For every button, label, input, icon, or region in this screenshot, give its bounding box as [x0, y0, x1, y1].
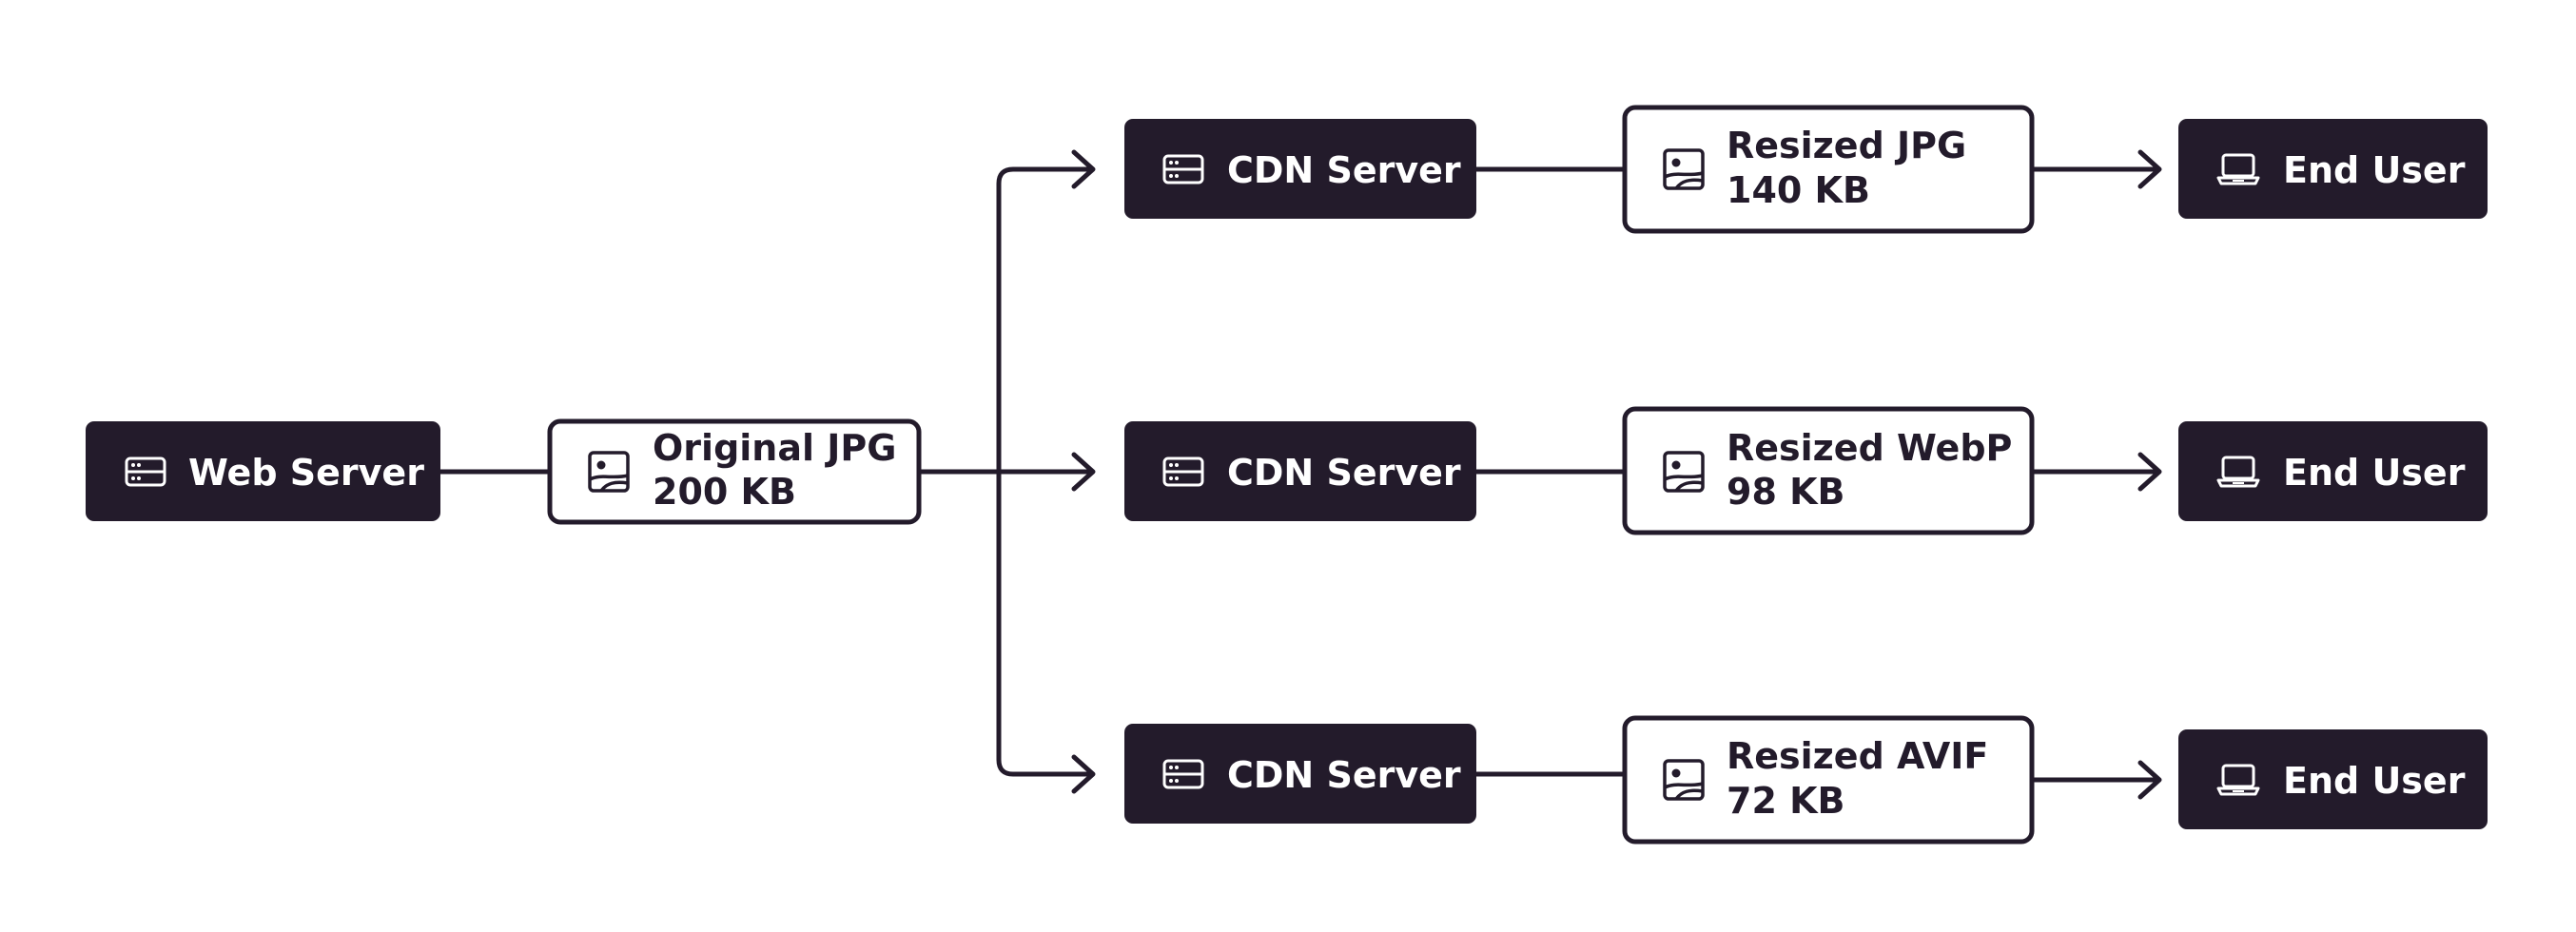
end-user-node-1: End User: [2178, 119, 2488, 219]
arrowhead-user-2: [2137, 452, 2162, 492]
arrowhead-cdn-1: [1071, 149, 1096, 189]
connectors: [438, 149, 2162, 800]
end-user-node-2: End User: [2178, 421, 2488, 521]
original-jpg-format: Original JPG: [653, 427, 896, 469]
resized-webp-format: Resized WebP: [1727, 427, 2012, 469]
original-jpg-node: Original JPG 200 KB: [547, 418, 922, 525]
resized-avif-format: Resized AVIF: [1727, 735, 1988, 777]
connector-original-to-cdn-3: [996, 469, 1094, 777]
resized-avif-node: Resized AVIF 72 KB: [1622, 715, 2035, 845]
end-user-label-1: End User: [2283, 149, 2466, 191]
resized-webp-size: 98 KB: [1727, 471, 1845, 513]
cdn-server-label-2: CDN Server: [1227, 452, 1461, 494]
end-user-label-2: End User: [2283, 452, 2466, 494]
cdn-server-node-3: CDN Server: [1124, 724, 1476, 824]
resized-webp-node: Resized WebP 98 KB: [1622, 406, 2035, 535]
resized-avif-size: 72 KB: [1727, 780, 1845, 822]
cdn-server-node-2: CDN Server: [1124, 421, 1476, 521]
web-server-label: Web Server: [188, 452, 424, 494]
web-server-node: Web Server: [86, 421, 440, 521]
arrowhead-user-3: [2137, 760, 2162, 800]
arrowhead-user-1: [2137, 149, 2162, 189]
resized-jpg-node: Resized JPG 140 KB: [1622, 105, 2035, 234]
cdn-server-label-3: CDN Server: [1227, 754, 1461, 796]
cdn-server-label-1: CDN Server: [1227, 149, 1461, 191]
original-jpg-size: 200 KB: [653, 471, 796, 513]
connector-original-to-cdn-1: [916, 166, 1094, 475]
arrowhead-cdn-2: [1071, 452, 1096, 492]
end-user-label-3: End User: [2283, 760, 2466, 802]
cdn-server-node-1: CDN Server: [1124, 119, 1476, 219]
resized-jpg-size: 140 KB: [1727, 169, 1870, 211]
resized-jpg-format: Resized JPG: [1727, 125, 1966, 166]
end-user-node-3: End User: [2178, 729, 2488, 829]
arrowhead-cdn-3: [1071, 754, 1096, 794]
